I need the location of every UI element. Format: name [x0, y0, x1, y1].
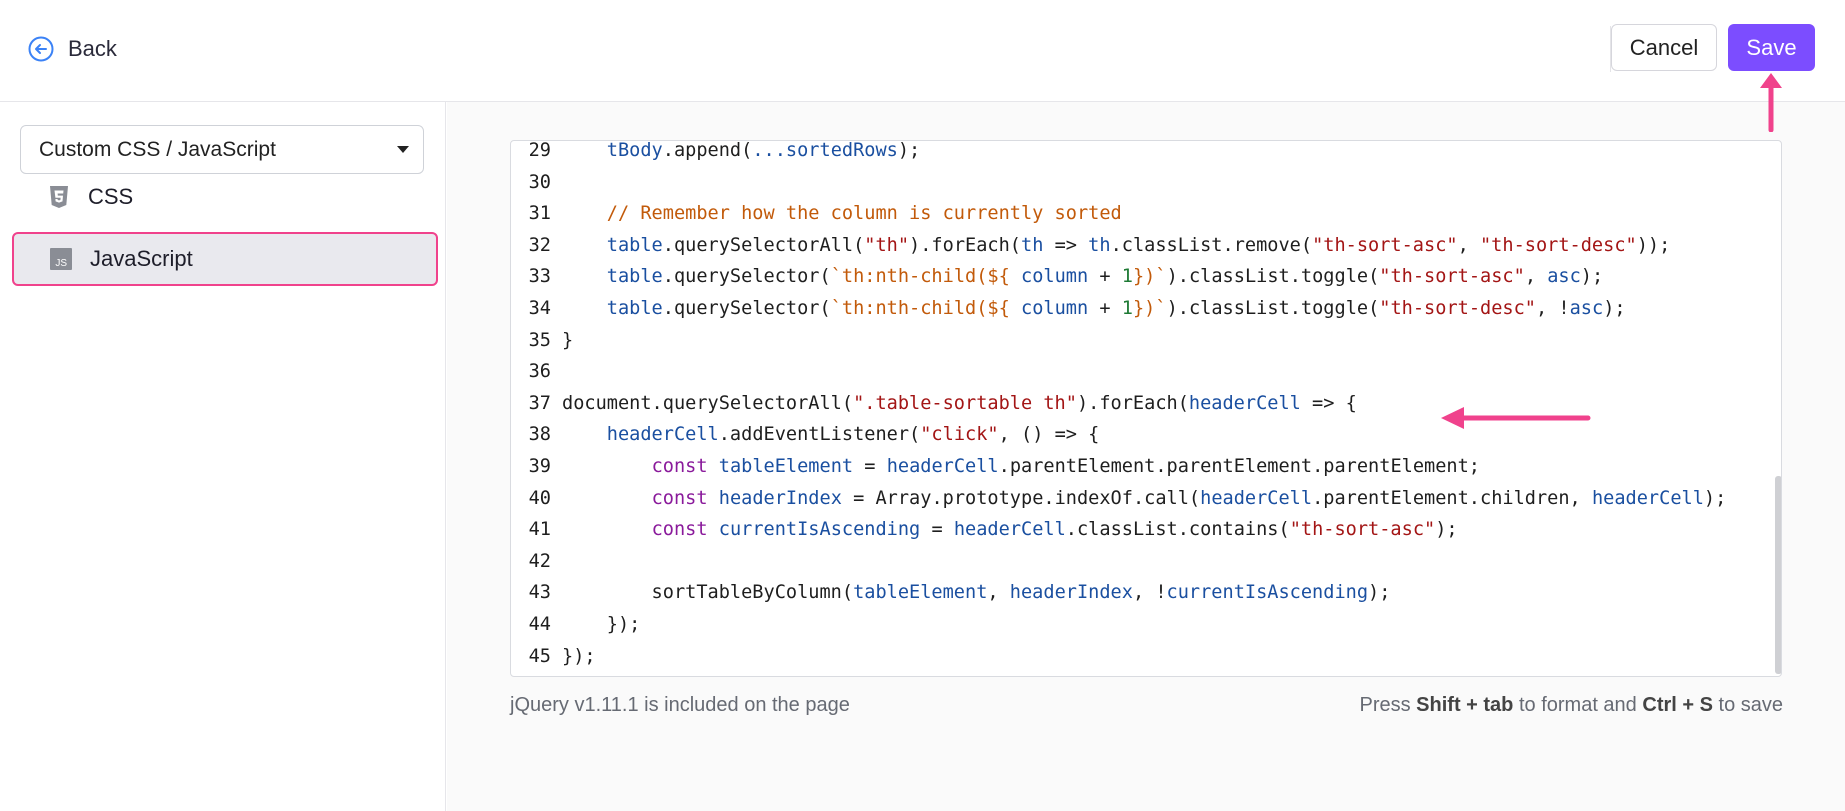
- hint-key-save: Ctrl + S: [1642, 694, 1713, 716]
- cancel-button[interactable]: Cancel: [1611, 24, 1717, 71]
- line-number: 31: [528, 203, 551, 225]
- line-number: 42: [528, 550, 551, 572]
- jquery-note: jQuery v1.11.1 is included on the page: [510, 694, 850, 716]
- code-text: table.querySelectorAll("th").forEach(th …: [606, 234, 1671, 256]
- back-label: Back: [68, 36, 117, 61]
- code-text: table.querySelector(`th:nth-child(${ col…: [606, 298, 1626, 319]
- code-text: const currentIsAscending = headerCell.cl…: [651, 519, 1458, 541]
- line-number: 44: [528, 614, 551, 635]
- code-text: sortTableByColumn(tableElement, headerIn…: [562, 582, 1391, 604]
- line-number: 33: [528, 266, 551, 288]
- shortcut-hint: Press Shift + tab to format and Ctrl + S…: [1359, 694, 1783, 717]
- top-bar: Back Cancel Save: [0, 0, 1845, 102]
- line-number: 41: [528, 519, 551, 541]
- code-editor[interactable]: 29 tBody.append(...sortedRows); 30 31 // R…: [510, 140, 1782, 677]
- hint-suffix: to save: [1712, 694, 1784, 716]
- sidebar-item-label: CSS: [88, 184, 134, 209]
- code-line[interactable]: 43 sortTableByColumn(tableElement, heade…: [511, 577, 1781, 609]
- code-text: const headerIndex = Array.prototype.inde…: [651, 487, 1727, 509]
- annotation-arrow-left-icon: [1441, 407, 1591, 429]
- line-number: 43: [528, 582, 551, 604]
- css3-icon: [50, 186, 68, 208]
- code-text: });: [562, 614, 641, 635]
- select-value: Custom CSS / JavaScript: [39, 137, 276, 161]
- code-line[interactable]: 32 table.querySelectorAll("th").forEach(…: [511, 230, 1781, 262]
- code-text: tBody.append(...sortedRows);: [606, 140, 921, 161]
- code-text: });: [562, 645, 596, 667]
- line-number: 35: [528, 329, 551, 351]
- line-number: 29: [528, 140, 551, 161]
- sidebar-item-label: JavaScript: [90, 246, 193, 271]
- line-number: 38: [528, 424, 551, 446]
- back-arrow-circle-icon: [28, 36, 54, 62]
- header-divider: [1610, 26, 1611, 72]
- sidebar: Custom CSS / JavaScript CSS JS JavaScrip…: [0, 102, 446, 811]
- code-line[interactable]: 35}: [511, 325, 1781, 357]
- line-number: 32: [528, 234, 551, 256]
- code-text: }: [562, 329, 574, 351]
- code-line[interactable]: 41 const currentIsAscending = headerCell…: [511, 514, 1781, 546]
- code-line[interactable]: 45});: [511, 641, 1781, 673]
- code-line[interactable]: 37 document.querySelectorAll(".table-sort…: [511, 388, 1781, 420]
- hint-key-format: Shift + tab: [1416, 694, 1514, 716]
- line-number: 45: [528, 645, 551, 667]
- code-text: headerCell.addEventListener("click", () …: [606, 424, 1100, 446]
- caret-down-icon: [397, 146, 409, 153]
- code-line[interactable]: 30: [511, 167, 1781, 199]
- line-number: 40: [528, 487, 551, 509]
- annotation-arrow-up-icon: [1760, 73, 1782, 132]
- code-text: document.querySelectorAll(".table-sortab…: [562, 392, 1357, 414]
- line-number: 30: [528, 171, 551, 193]
- code-line[interactable]: 40 const headerIndex = Array.prototype.i…: [511, 483, 1781, 515]
- code-line[interactable]: 39 const tableElement = headerCell.paren…: [511, 451, 1781, 483]
- code-line[interactable]: 44 });: [511, 609, 1781, 641]
- line-number: 34: [528, 298, 551, 319]
- code-line[interactable]: 29 tBody.append(...sortedRows);: [511, 140, 1781, 167]
- code-line[interactable]: 31 // Remember how the column is current…: [511, 198, 1781, 230]
- settings-section-select[interactable]: Custom CSS / JavaScript: [20, 125, 424, 174]
- code-line[interactable]: 33 table.querySelector(`th:nth-child(${ …: [511, 261, 1781, 293]
- line-number: 37: [528, 392, 551, 414]
- sidebar-item-css[interactable]: CSS: [12, 170, 438, 224]
- back-button[interactable]: Back: [28, 34, 117, 64]
- code-text: table.querySelector(`th:nth-child(${ col…: [606, 266, 1604, 288]
- js-icon: JS: [50, 248, 72, 270]
- svg-text:JS: JS: [55, 258, 67, 269]
- line-number: 39: [528, 456, 551, 477]
- save-button[interactable]: Save: [1728, 24, 1815, 71]
- code-line[interactable]: 42: [511, 546, 1781, 578]
- code-line[interactable]: 38 headerCell.addEventListener("click", …: [511, 419, 1781, 451]
- line-number: 36: [528, 361, 551, 383]
- editor-scrollbar[interactable]: [1775, 476, 1781, 674]
- code-line[interactable]: 34 table.querySelector(`th:nth-child(${ …: [511, 293, 1781, 325]
- code-line[interactable]: 36: [511, 356, 1781, 388]
- code-text: // Remember how the column is currently …: [606, 203, 1122, 225]
- sidebar-item-javascript[interactable]: JS JavaScript: [12, 232, 438, 286]
- hint-middle: to format and: [1513, 694, 1643, 716]
- hint-prefix: Press: [1359, 694, 1417, 716]
- code-text: const tableElement = headerCell.parentEl…: [651, 456, 1480, 477]
